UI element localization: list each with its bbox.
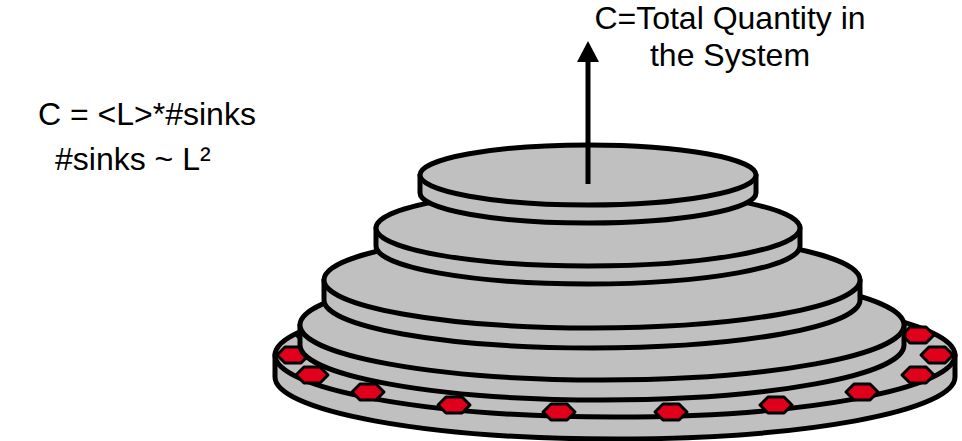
sink-hexagon [543,404,575,420]
sink-hexagon [352,384,384,400]
arrow-shaft [586,60,591,184]
arrow-head [577,41,599,62]
sink-hexagon [846,384,878,400]
total-arrow [577,41,599,184]
sink-hexagon [921,347,953,363]
sink-hexagon [296,367,328,383]
sink-hexagon [902,367,934,383]
formula-label: C = <L>*#sinks [38,96,256,133]
quantity-label: C=Total Quantity in the System [570,0,890,74]
sink-hexagon [902,327,934,343]
scaling-label: #sinks ~ L² [55,141,211,178]
sink-hexagon [760,397,792,413]
sink-hexagon [438,397,470,413]
sink-hexagon [655,404,687,420]
